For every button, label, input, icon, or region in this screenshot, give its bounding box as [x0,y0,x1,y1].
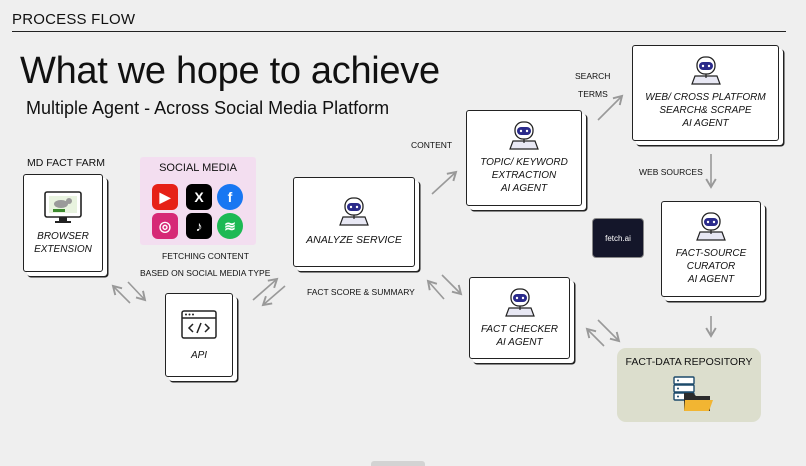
tiktok-icon: ♪ [186,213,212,239]
arrow-checker-to-analyze [426,279,445,300]
robot-icon [507,121,541,156]
md-fact-farm-label: MD FACT FARM [27,157,105,169]
analyze-service-card: ANALYZE SERVICE [293,177,415,267]
fact-score-label: FACT SCORE & SUMMARY [307,287,415,297]
arrow-browser-to-api [127,281,147,302]
web-sources-label: WEB SOURCES [639,167,703,177]
facebook-icon: f [217,184,243,210]
robot-icon [503,287,537,323]
web-agent-card: WEB/ CROSS PLATFORM SEARCH& SCRAPE AI AG… [632,45,779,141]
search-label: SEARCH [575,71,611,81]
robot-icon [694,212,728,247]
section-title: PROCESS FLOW [12,11,136,28]
browser-extension-card: BROWSER EXTENSION [23,174,103,272]
arrow-analyze-to-checker [441,274,463,296]
arrow-api-to-analyze [252,277,279,301]
header-divider [12,31,786,32]
arrow-checker-to-repo [597,319,621,343]
page-subtitle: Multiple Agent - Across Social Media Pla… [26,98,390,118]
api-card: API [165,293,233,377]
robot-icon [337,197,371,232]
fetching-content-label: FETCHING CONTENT [162,251,249,261]
youtube-icon: ▶ [152,184,178,210]
arrow-analyze-to-topic [431,170,458,195]
curator-agent-label: FACT-SOURCE CURATOR AI AGENT [675,248,747,285]
topic-agent-label: TOPIC/ KEYWORD EXTRACTION AI AGENT [480,157,568,194]
robot-icon [689,56,723,91]
x-icon: X [186,184,212,210]
fetch-ai-logo: fetch.ai [592,218,644,258]
fact-checker-label: FACT CHECKER AI AGENT [480,323,559,348]
arrow-api-to-browser [111,284,131,304]
repository-label: FACT-DATA REPOSITORY [625,356,753,368]
instagram-icon: ◎ [152,213,178,239]
fetch-ai-text: fetch.ai [605,233,631,243]
browser-extension-label: BROWSER EXTENSION [34,231,92,255]
curator-agent-card: FACT-SOURCE CURATOR AI AGENT [661,201,761,297]
social-media-label: SOCIAL MEDIA [159,162,237,174]
page-title: What we hope to achieve [20,50,440,92]
arrow-topic-to-web [597,94,624,121]
web-agent-label: WEB/ CROSS PLATFORM SEARCH& SCRAPE AI AG… [645,92,766,129]
monitor-icon [44,191,82,223]
database-folder-icon [673,376,713,411]
based-on-type-label: BASED ON SOCIAL MEDIA TYPE [140,268,271,278]
analyze-service-label: ANALYZE SERVICE [306,233,402,246]
content-label: CONTENT [411,140,453,150]
code-window-icon [181,309,217,339]
api-label: API [190,349,208,361]
arrow-repo-to-checker [585,327,605,347]
arrow-analyze-to-api [261,285,286,307]
fact-checker-card: FACT CHECKER AI AGENT [469,277,570,359]
spotify-icon: ≋ [217,213,243,239]
terms-label: TERMS [578,89,608,99]
topic-agent-card: TOPIC/ KEYWORD EXTRACTION AI AGENT [466,110,582,206]
bottom-handle [371,461,425,466]
